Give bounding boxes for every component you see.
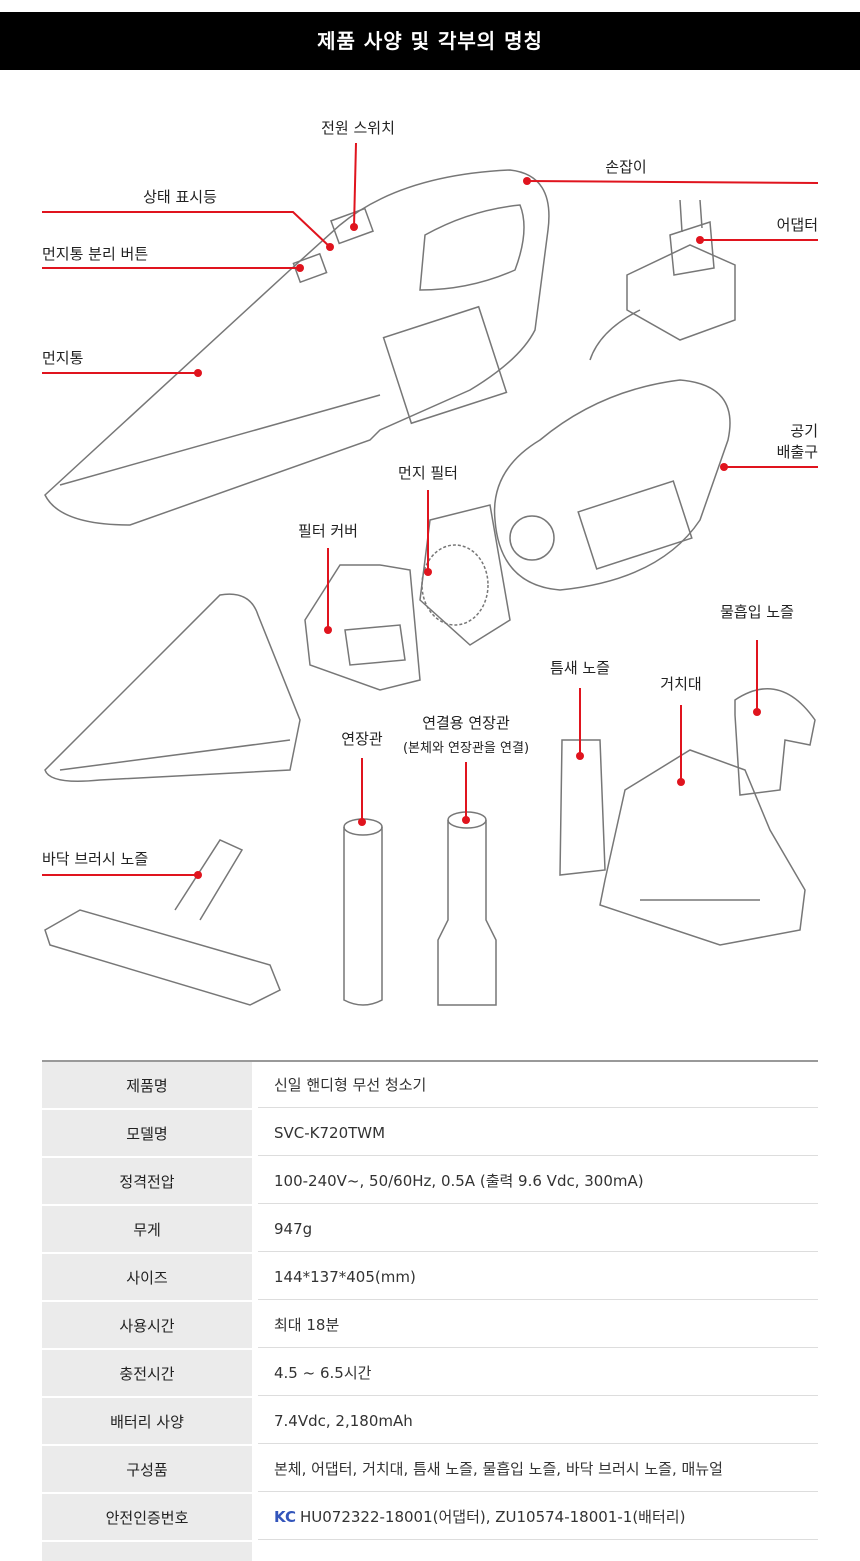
label-exhaust-2: 배출구 xyxy=(776,443,818,461)
spec-row: 구성품 본체, 어댑터, 거치대, 틈새 노즐, 물흡입 노즐, 바닥 브러시 노… xyxy=(42,1446,818,1492)
spec-value: HU072322-18001(어댑터), ZU10574-18001-1(배터리… xyxy=(299,1508,686,1526)
spec-value-cell: 7.4Vdc, 2,180mAh xyxy=(258,1398,818,1444)
spec-label: 사용시간 xyxy=(42,1302,252,1348)
spec-label: 정격전압 xyxy=(42,1158,252,1204)
spec-value-cell: 144*137*405(mm) xyxy=(258,1254,818,1300)
spec-value-cell xyxy=(258,1542,818,1561)
leader-lines xyxy=(42,142,819,876)
section-title: 제품 사양 및 각부의 명칭 xyxy=(0,12,860,70)
spec-label: 배터리 사양 xyxy=(42,1398,252,1444)
spec-row: 사이즈 144*137*405(mm) xyxy=(42,1254,818,1300)
label-status-light: 상태 표시등 xyxy=(143,188,217,206)
label-stand: 거치대 xyxy=(660,675,702,693)
leader-dots xyxy=(194,177,761,879)
extension-tube-illustration xyxy=(343,818,383,1006)
handheld-vacuum-illustration xyxy=(44,169,550,526)
spec-value: 4.5 ~ 6.5시간 xyxy=(274,1364,372,1382)
product-diagram xyxy=(42,142,819,1006)
water-nozzle-illustration xyxy=(734,688,816,796)
spec-row: 제품명 신일 핸디형 무선 청소기 xyxy=(42,1062,818,1108)
label-extension: 연장관 xyxy=(341,730,383,748)
spec-value: 947g xyxy=(274,1219,313,1238)
spec-row: 사용시간 최대 18분 xyxy=(42,1302,818,1348)
spec-value: 100-240V~, 50/60Hz, 0.5A (출력 9.6 Vdc, 30… xyxy=(274,1172,644,1190)
adapter-illustration xyxy=(589,199,736,361)
spec-value: 144*137*405(mm) xyxy=(274,1267,416,1286)
filter-cover-illustration xyxy=(304,564,421,691)
spec-value: 7.4Vdc, 2,180mAh xyxy=(274,1411,413,1430)
spec-row: 배터리 사양 7.4Vdc, 2,180mAh xyxy=(42,1398,818,1444)
spec-value: 최대 18분 xyxy=(274,1316,340,1334)
label-connector: 연결용 연장관 xyxy=(422,714,510,732)
label-adapter: 어댑터 xyxy=(776,216,818,234)
spec-label: 모델명 xyxy=(42,1110,252,1156)
label-crevice-nozzle: 틈새 노즐 xyxy=(550,659,610,677)
spec-value: 신일 핸디형 무선 청소기 xyxy=(274,1076,427,1094)
spec-row: 무게 947g xyxy=(42,1206,818,1252)
spec-label: 무게 xyxy=(42,1206,252,1252)
spec-value-cell: SVC-K720TWM xyxy=(258,1110,818,1156)
spec-label: 충전시간 xyxy=(42,1350,252,1396)
label-bin-release: 먼지통 분리 버튼 xyxy=(42,245,149,263)
label-filter-cover: 필터 커버 xyxy=(298,522,358,540)
spec-label: 사이즈 xyxy=(42,1254,252,1300)
spec-label: 안전인증번호 xyxy=(42,1494,252,1540)
spec-value-cell: 신일 핸디형 무선 청소기 xyxy=(258,1062,818,1108)
spec-value-cell: 4.5 ~ 6.5시간 xyxy=(258,1350,818,1396)
label-connector-note: (본체와 연장관을 연결) xyxy=(402,741,530,756)
label-power-switch: 전원 스위치 xyxy=(321,119,395,137)
spec-value-cell: 947g xyxy=(258,1206,818,1252)
spec-row-partial xyxy=(42,1542,818,1561)
spec-value: SVC-K720TWM xyxy=(274,1123,386,1142)
spec-value: 본체, 어댑터, 거치대, 틈새 노즐, 물흡입 노즐, 바닥 브러시 노즐, … xyxy=(274,1460,723,1478)
label-floor-brush: 바닥 브러시 노즐 xyxy=(42,850,149,868)
kc-mark-icon: KC xyxy=(274,1507,296,1526)
spec-value-cell: 100-240V~, 50/60Hz, 0.5A (출력 9.6 Vdc, 30… xyxy=(258,1158,818,1204)
vacuum-body-illustration xyxy=(493,379,731,591)
label-handle: 손잡이 xyxy=(605,158,647,176)
label-exhaust-1: 공기 xyxy=(790,422,818,440)
connector-tube-illustration xyxy=(437,811,497,1006)
spec-value-cell: 최대 18분 xyxy=(258,1302,818,1348)
label-dust-filter: 먼지 필터 xyxy=(398,464,458,482)
label-water-nozzle: 물흡입 노즐 xyxy=(720,603,794,621)
stand-illustration xyxy=(599,749,806,946)
spec-label: 제품명 xyxy=(42,1062,252,1108)
label-dust-bin: 먼지통 xyxy=(42,349,84,367)
spec-label: 구성품 xyxy=(42,1446,252,1492)
spec-label xyxy=(42,1542,252,1561)
filter-illustration xyxy=(419,504,511,646)
spec-row: 모델명 SVC-K720TWM xyxy=(42,1110,818,1156)
crevice-nozzle-illustration xyxy=(559,739,606,876)
spec-row: 충전시간 4.5 ~ 6.5시간 xyxy=(42,1350,818,1396)
spec-value-cell: 본체, 어댑터, 거치대, 틈새 노즐, 물흡입 노즐, 바닥 브러시 노즐, … xyxy=(258,1446,818,1492)
dust-bin-illustration xyxy=(44,593,301,782)
spec-row: 정격전압 100-240V~, 50/60Hz, 0.5A (출력 9.6 Vdc… xyxy=(42,1158,818,1204)
